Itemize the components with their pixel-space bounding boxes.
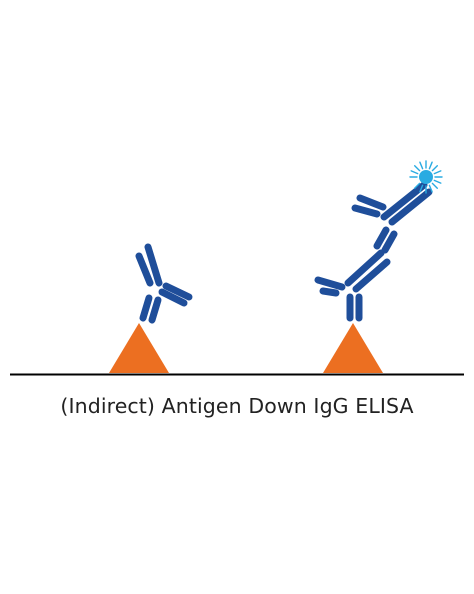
starburst-label-icon: [409, 160, 443, 194]
diagram-caption: (Indirect) Antigen Down IgG ELISA: [60, 394, 414, 418]
secondary-antibody-icon: [351, 181, 433, 254]
antigen-left-icon: [109, 323, 169, 373]
primary-antibody-right-icon: [314, 249, 391, 322]
left-assay-assembly: [109, 243, 193, 373]
right-assay-assembly: [314, 160, 443, 373]
antigen-right-icon: [323, 323, 383, 373]
primary-antibody-left-icon: [135, 243, 193, 324]
